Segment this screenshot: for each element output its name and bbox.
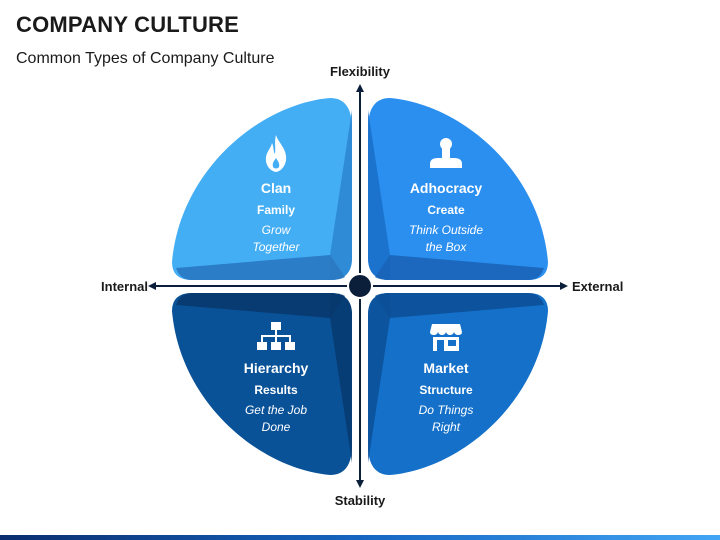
storefront-icon [430,324,462,351]
quadrant-hierarchy-shadow-right [330,293,352,463]
center-dot [347,273,373,299]
quadrant-hierarchy-shape [172,293,352,475]
quadrant-market-content: Market Structure Do Things Right [391,320,501,436]
quadrant-market-value: Structure [419,383,473,397]
quadrant-hierarchy-name: Hierarchy [243,360,309,376]
bottom-accent-bar [0,535,720,540]
quadrant-clan-value: Family [256,203,295,217]
quadrant-market-shadow-left [368,293,390,463]
axis-label-stability: Stability [334,493,386,508]
quadrant-clan [172,98,352,280]
quadrant-adhocracy-note-line1: Think Outside [408,223,484,237]
stamp-icon [430,138,462,168]
quadrant-adhocracy-note-line2: the Box [425,240,467,254]
quadrant-hierarchy-note-line2: Done [261,420,291,434]
flame-icon [265,135,287,172]
quadrant-clan-shadow-right [330,110,352,280]
axis-label-internal: Internal [101,279,148,294]
quadrant-clan-shape [172,98,352,280]
quadrant-market [368,293,548,475]
quadrant-adhocracy-shadow-left [368,110,390,280]
quadrant-adhocracy-value: Create [427,203,465,217]
quadrant-hierarchy [172,293,352,475]
quadrant-market-note-line2: Right [431,420,460,434]
org-chart-icon [257,322,295,350]
axis-label-flexibility: Flexibility [330,64,390,79]
quadrant-market-shape [368,293,548,475]
axis-label-external: External [572,279,624,294]
quadrant-market-shadow-top [375,293,544,318]
quadrant-clan-note-line2: Together [252,240,300,254]
quadrant-adhocracy-shape [368,98,548,280]
quadrant-clan-name: Clan [260,180,292,196]
quadrant-hierarchy-value: Results [254,383,298,397]
quadrant-adhocracy-content: Adhocracy Create Think Outside the Box [391,134,501,256]
quadrant-clan-shadow-bottom [176,255,345,280]
page-subtitle: Common Types of Company Culture [16,50,275,67]
quadrant-market-note-line1: Do Things [418,403,474,417]
quadrant-adhocracy [368,98,548,280]
quadrant-hierarchy-content: Hierarchy Results Get the Job Done [221,320,331,436]
quadrant-adhocracy-shadow-bottom [375,255,544,280]
quadrant-clan-content: Clan Family Grow Together [221,134,331,256]
quadrant-hierarchy-shadow-top [176,293,345,318]
quadrant-clan-note-line1: Grow [261,223,291,237]
quadrant-hierarchy-note-line1: Get the Job [244,403,308,417]
page-title: COMPANY CULTURE [16,12,239,37]
quadrant-market-name: Market [423,360,469,376]
quadrant-adhocracy-name: Adhocracy [409,180,483,196]
